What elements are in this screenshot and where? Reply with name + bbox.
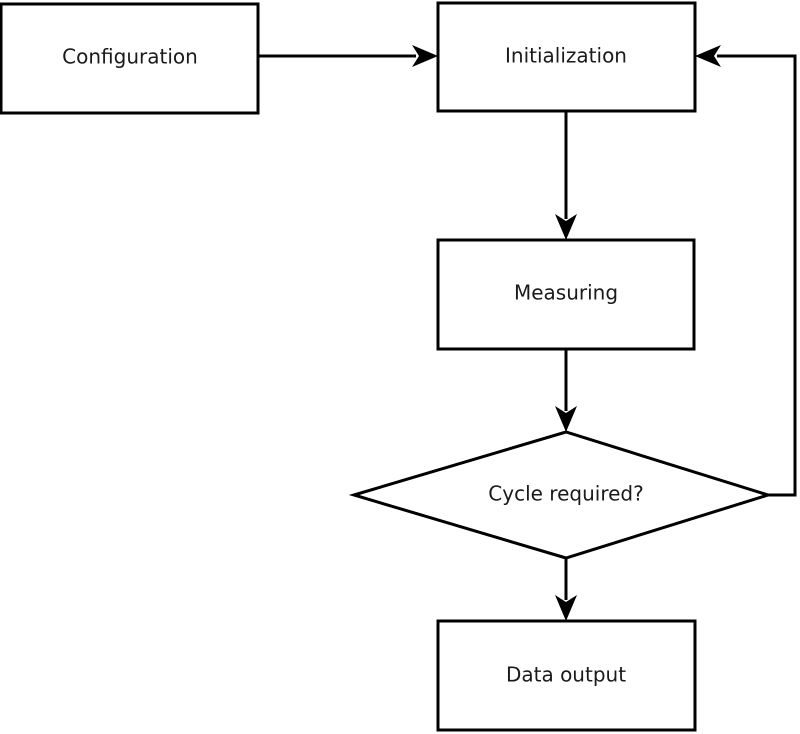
node-measuring-label: Measuring <box>514 281 618 305</box>
node-data-output-box[interactable] <box>436 619 697 732</box>
node-data-output[interactable]: Data output <box>436 619 697 732</box>
node-initialization-label: Initialization <box>505 44 627 68</box>
node-measuring-box[interactable] <box>436 238 696 351</box>
node-initialization-box[interactable] <box>436 1 697 113</box>
edge-configuration-to-initialization <box>258 45 438 67</box>
arrowhead-down-icon <box>555 214 577 240</box>
node-cycle-required[interactable]: Cycle required? <box>348 430 774 560</box>
arrowhead-left-icon <box>695 45 721 67</box>
node-initialization[interactable]: Initialization <box>436 1 697 113</box>
edge-line-feedback-loop <box>717 54 797 497</box>
node-configuration-box[interactable] <box>0 2 260 115</box>
arrowhead-down-icon <box>555 595 577 621</box>
node-configuration[interactable]: Configuration <box>0 2 260 115</box>
node-cycle-required-label: Cycle required? <box>488 482 643 506</box>
edge-cycle-required-to-initialization-feedback <box>695 45 797 497</box>
arrowhead-down-icon <box>555 406 577 432</box>
edge-initialization-to-measuring <box>555 111 577 240</box>
edge-cycle-required-to-data-output <box>555 558 577 621</box>
node-data-output-label: Data output <box>506 663 626 687</box>
node-cycle-required-diamond[interactable] <box>348 430 774 560</box>
node-configuration-label: Configuration <box>62 45 198 69</box>
node-measuring[interactable]: Measuring <box>436 238 696 351</box>
arrowhead-right-icon <box>412 45 438 67</box>
edge-measuring-to-cycle-required <box>555 349 577 432</box>
